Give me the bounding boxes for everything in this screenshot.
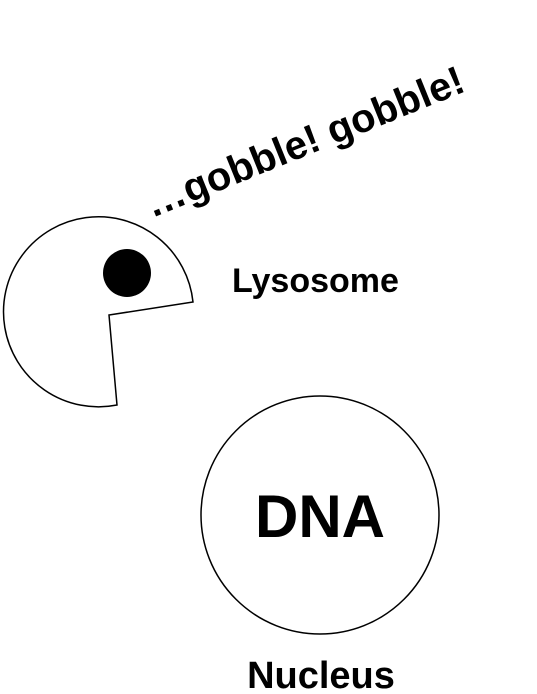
lysosome: [4, 217, 193, 407]
nucleus: DNA: [201, 396, 439, 634]
gobble-speech-text: …gobble! gobble!: [139, 58, 471, 226]
engulfed-particle: [103, 249, 151, 297]
lysosome-label: Lysosome: [232, 262, 399, 300]
nucleus-label: Nucleus: [247, 655, 395, 694]
dna-label: DNA: [255, 483, 385, 550]
lysosome-body: [4, 217, 193, 407]
